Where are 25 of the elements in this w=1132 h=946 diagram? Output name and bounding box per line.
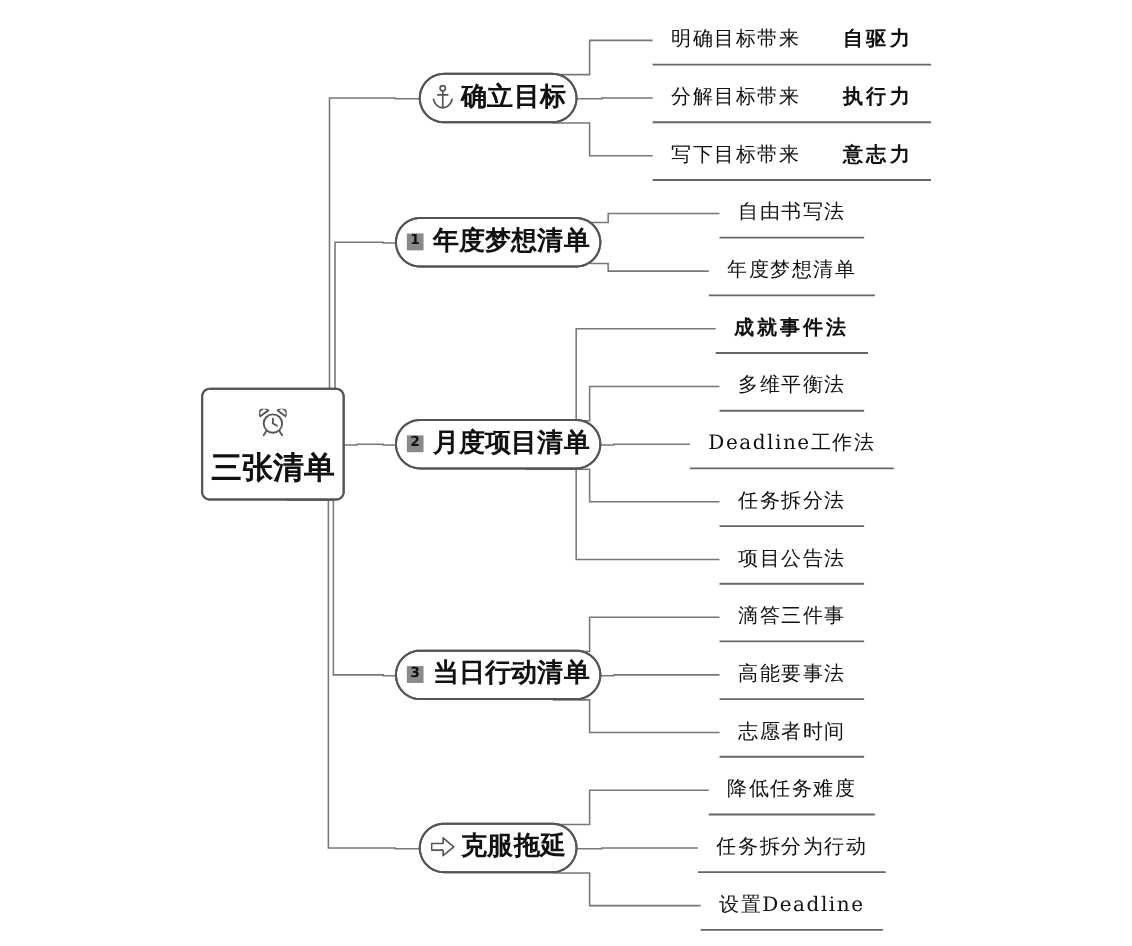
node-text: 明确目标带来 自驱力 (670, 28, 912, 52)
connector (588, 262, 709, 272)
node-text: 成就事件法 (733, 316, 849, 340)
node-text: 设置Deadline (718, 893, 864, 917)
connector (343, 443, 397, 446)
node-text: 分解目标带来 执行力 (670, 86, 912, 110)
connector (599, 443, 691, 446)
node-text: Deadline工作法 (707, 432, 875, 456)
node-text: 写下目标带来 意志力 (670, 143, 912, 167)
connector (551, 122, 653, 157)
node-text: 多维平衡法 (737, 374, 846, 398)
connector (575, 97, 653, 100)
node-text: 降低任务难度 (726, 778, 856, 802)
node-text: 滴答三件事 (737, 605, 846, 629)
node-text: 项目公告法 (737, 547, 846, 571)
connector (588, 212, 720, 224)
connector (599, 674, 720, 677)
node-text: 高能要事法 (737, 662, 846, 687)
node-text: 自由书写法 (737, 201, 846, 225)
node-text: 年度梦想清单 (726, 259, 856, 283)
node-text: 任务拆分法 (737, 489, 846, 513)
node-text: 志愿者时间 (737, 720, 846, 744)
connector (551, 872, 701, 907)
node-text: 任务拆分为行动 (715, 836, 867, 860)
connector (575, 847, 699, 850)
